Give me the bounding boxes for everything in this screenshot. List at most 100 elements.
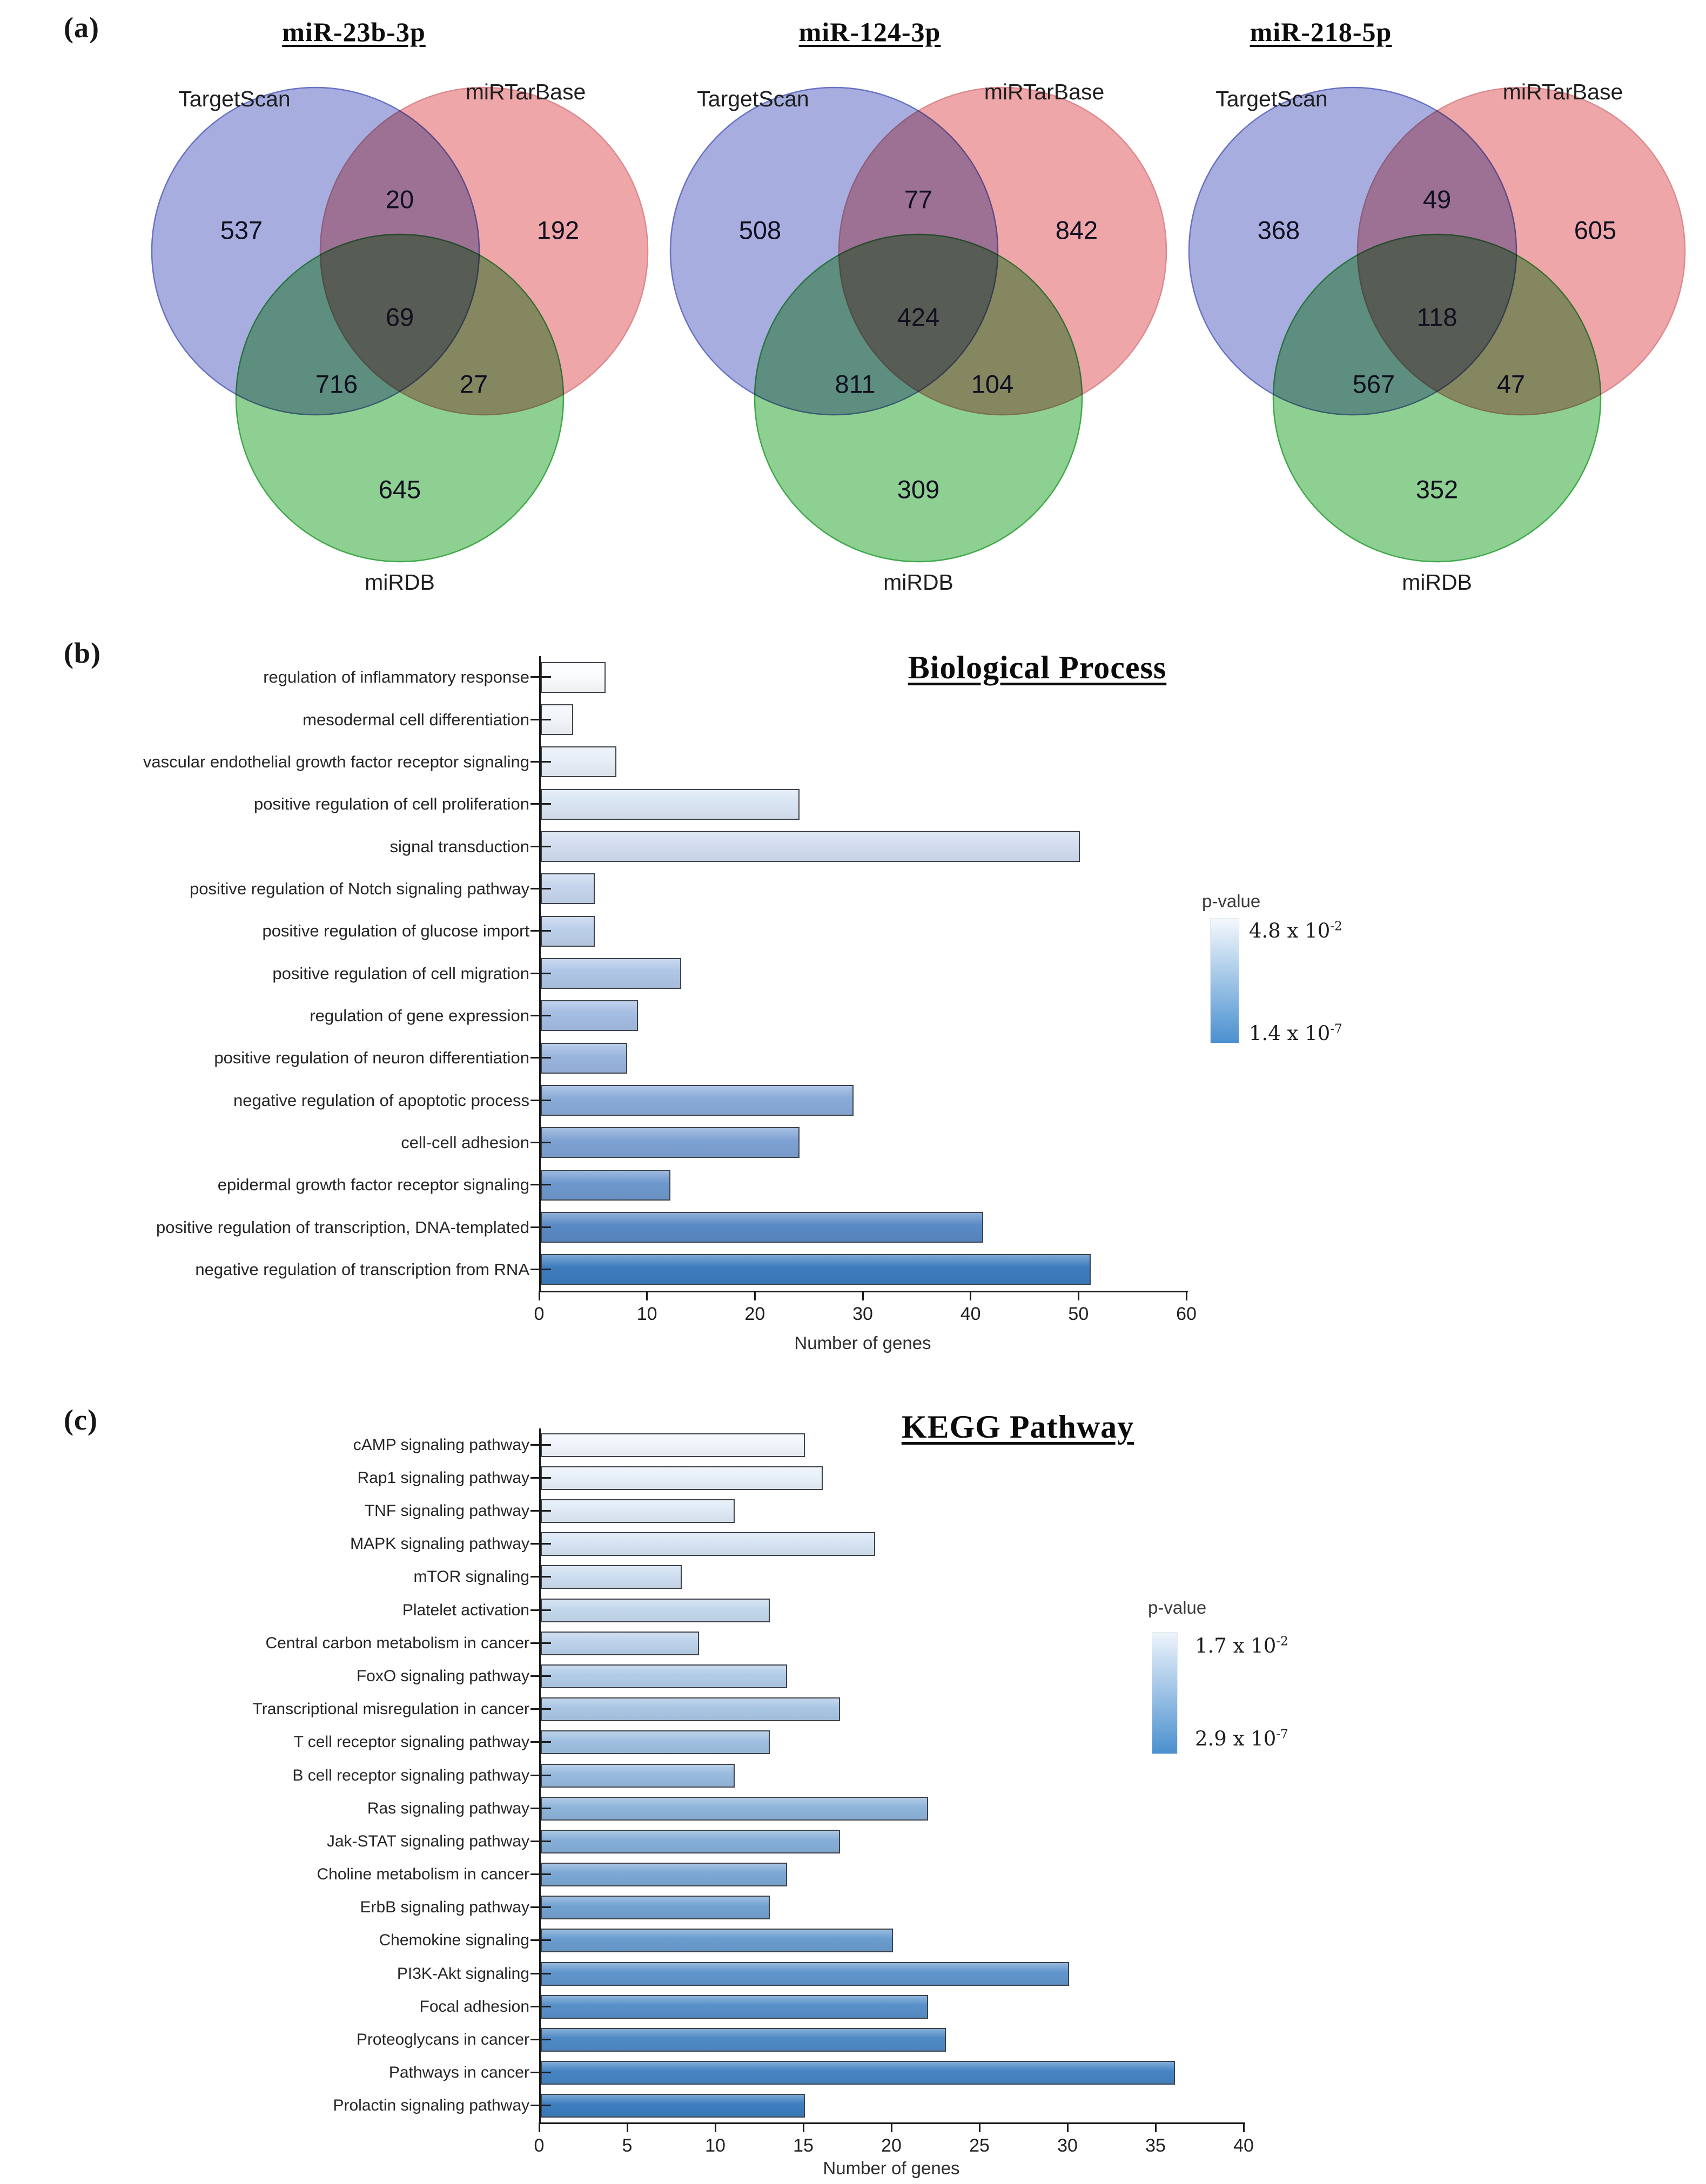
- plot-area: [530, 656, 1188, 1292]
- legend-max-exponent: -2: [1330, 919, 1342, 934]
- y-tick: [530, 1873, 551, 1876]
- category-label: Prolactin signaling pathway: [333, 2097, 529, 2115]
- bar: [541, 1212, 983, 1243]
- category-label: positive regulation of Notch signaling p…: [190, 879, 529, 898]
- legend-colorbar: [1152, 1632, 1178, 1754]
- category-label: Proteoglycans in cancer: [356, 2031, 529, 2049]
- legend-min-mantissa: 1.4 x 10: [1249, 1022, 1331, 1045]
- legend-max-mantissa: 4.8 x 10: [1249, 919, 1331, 942]
- y-tick: [530, 2039, 551, 2041]
- y-tick: [530, 2105, 551, 2107]
- bar: [541, 1961, 1069, 1986]
- legend-min-exponent: -7: [1276, 1727, 1288, 1742]
- bar: [541, 1565, 682, 1589]
- category-label: ErbB signaling pathway: [360, 1898, 529, 1917]
- category-label: positive regulation of neuron differenti…: [214, 1048, 529, 1068]
- x-tick: [890, 2122, 892, 2132]
- bar: [541, 1863, 787, 1887]
- set-label-targetscan: TargetScan: [1215, 86, 1327, 111]
- bar: [541, 1763, 735, 1788]
- category-label: TNF signaling pathway: [364, 1501, 529, 1520]
- category-label: vascular endothelial growth factor recep…: [143, 752, 529, 771]
- set-label-targetscan: TargetScan: [178, 86, 290, 111]
- bar: [541, 1254, 1091, 1285]
- bar: [541, 1466, 823, 1490]
- y-tick: [530, 1014, 551, 1016]
- y-tick: [530, 972, 551, 974]
- bar: [541, 1000, 638, 1032]
- venn-panel: miR-23b-3p TargetScan miRTarBase miRDB 5…: [0, 0, 1706, 621]
- bar: [541, 1664, 787, 1688]
- x-tick-label: 40: [1233, 2135, 1254, 2156]
- category-label: PI3K-Akt signaling: [397, 1964, 529, 1983]
- x-tick: [538, 2122, 540, 2132]
- bar: [541, 1433, 805, 1457]
- count-targetscan-only: 537: [220, 216, 263, 245]
- x-tick: [1154, 2122, 1157, 2132]
- category-label: Choline metabolism in cancer: [317, 1865, 529, 1884]
- y-tick: [530, 1774, 551, 1776]
- panel-letter-a: (a): [64, 11, 99, 44]
- panel-letter-b: (b): [64, 637, 101, 669]
- y-tick: [530, 1509, 551, 1512]
- venn-mir-23b-3p: miR-23b-3p TargetScan miRTarBase miRDB 5…: [146, 16, 654, 601]
- category-label: Rap1 signaling pathway: [357, 1468, 529, 1487]
- biological-process-chart: (b) Biological Process Number of genes p…: [0, 621, 1706, 1383]
- venn-diagram: TargetScan miRTarBase miRDB 368 49 605 1…: [1188, 79, 1686, 595]
- y-tick: [530, 1972, 551, 1974]
- set-label-targetscan: TargetScan: [697, 86, 809, 111]
- legend-min-exponent: -7: [1330, 1022, 1342, 1036]
- category-label: regulation of gene expression: [310, 1006, 529, 1025]
- venn-circle-mirdb: [235, 233, 565, 563]
- x-tick-label: 25: [969, 2135, 990, 2156]
- category-label: Platelet activation: [402, 1601, 529, 1619]
- bar: [541, 1631, 699, 1655]
- bar: [541, 1730, 770, 1755]
- venn-diagram: TargetScan miRTarBase miRDB 508 77 842 4…: [669, 79, 1167, 595]
- legend-min-pvalue: 2.9 x 10-7: [1195, 1727, 1288, 1750]
- y-tick: [530, 1057, 551, 1059]
- y-tick: [530, 2005, 551, 2007]
- count-mirtarbase-only: 192: [537, 216, 579, 245]
- count-center: 424: [897, 303, 939, 332]
- bar: [541, 1532, 875, 1556]
- x-tick: [626, 2122, 628, 2132]
- y-tick: [530, 1141, 551, 1143]
- x-tick-label: 60: [1176, 1304, 1197, 1324]
- set-label-mirtarbase: miRTarBase: [984, 79, 1105, 104]
- category-label: positive regulation of transcription, DN…: [156, 1217, 529, 1237]
- bar: [541, 2028, 946, 2052]
- count-mirtarbase-only: 842: [1056, 216, 1098, 245]
- count-targetscan-mirtarbase: 49: [1423, 185, 1451, 214]
- x-tick-label: 35: [1145, 2135, 1166, 2156]
- set-label-mirdb: miRDB: [365, 570, 435, 595]
- y-tick: [530, 1840, 551, 1842]
- y-tick: [530, 803, 551, 805]
- count-targetscan-mirdb: 716: [315, 370, 358, 399]
- y-tick: [530, 1543, 551, 1545]
- x-tick: [754, 1291, 756, 1300]
- bar: [541, 1994, 928, 2019]
- bar: [541, 788, 800, 820]
- bar: [541, 1896, 770, 1920]
- count-mirdb-only: 352: [1416, 475, 1458, 504]
- y-tick: [530, 1708, 551, 1710]
- category-label: T cell receptor signaling pathway: [293, 1733, 529, 1751]
- count-mirtarbase-mirdb: 104: [971, 370, 1013, 399]
- y-tick: [530, 887, 551, 889]
- y-tick: [530, 1642, 551, 1644]
- count-center: 118: [1417, 303, 1458, 332]
- category-label: regulation of inflammatory response: [263, 668, 529, 687]
- legend-min-mantissa: 2.9 x 10: [1195, 1727, 1277, 1750]
- y-tick: [530, 1099, 551, 1101]
- bar: [541, 1598, 770, 1622]
- category-label: MAPK signaling pathway: [350, 1535, 529, 1553]
- category-label: mTOR signaling: [413, 1568, 529, 1586]
- bar: [541, 2094, 805, 2118]
- set-label-mirdb: miRDB: [883, 570, 953, 595]
- category-label: signal transduction: [389, 837, 530, 856]
- count-targetscan-mirtarbase: 20: [386, 185, 414, 214]
- count-mirdb-only: 309: [897, 475, 939, 504]
- category-label: cAMP signaling pathway: [353, 1435, 529, 1454]
- set-label-mirtarbase: miRTarBase: [466, 79, 586, 104]
